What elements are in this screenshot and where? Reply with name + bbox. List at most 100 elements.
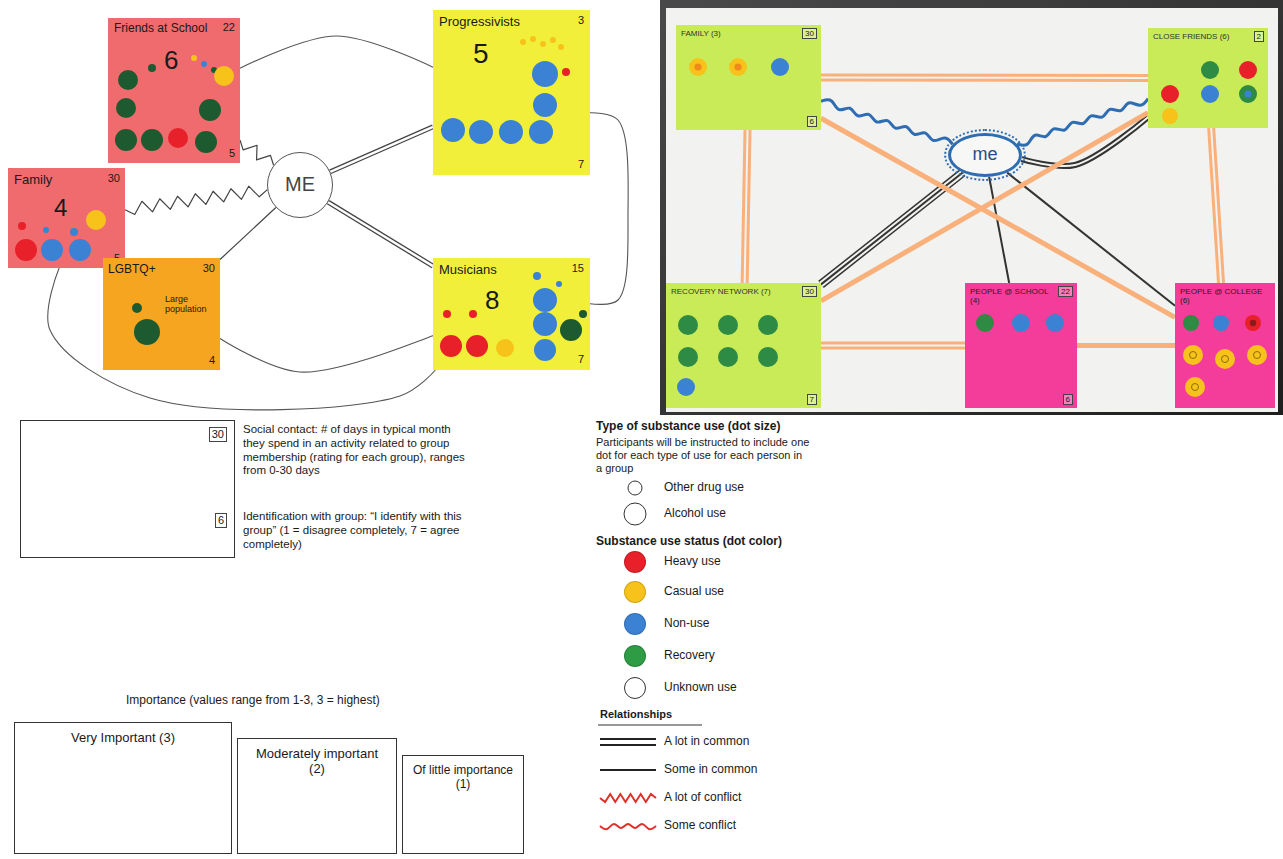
line-stroke: [821, 173, 963, 285]
group-box: 306: [20, 420, 235, 558]
group-label: me: [951, 144, 1019, 165]
dot-fill: [771, 58, 789, 76]
dot-fill: [41, 239, 63, 261]
substance-dot: [758, 315, 778, 335]
substance-dot: [148, 64, 156, 72]
dot-fill: [689, 58, 707, 76]
legend-text: Some in common: [664, 762, 757, 776]
substance-dot: [70, 228, 78, 236]
dot-fill: [758, 347, 778, 367]
dot-fill: [466, 335, 488, 357]
substance-dot: [496, 339, 514, 357]
substance-dot: [1183, 315, 1199, 331]
color-swatch: [624, 677, 646, 699]
dot-fill: [1247, 345, 1267, 365]
dot-fill: [148, 64, 156, 72]
rating-number: 5: [473, 38, 489, 70]
relationship-line: [240, 36, 433, 68]
relationship-line: [821, 118, 1175, 317]
relationship-line: [125, 186, 267, 214]
dot-fill: [532, 61, 558, 87]
dot-fill: [499, 120, 523, 144]
dot-fill: [1201, 85, 1219, 103]
dot-fill: [469, 120, 493, 144]
substance-dot: [86, 210, 106, 230]
dot-center: [1250, 320, 1256, 326]
rating-number: 30: [802, 28, 817, 39]
relationship-line: [330, 127, 433, 172]
substance-dot: [1247, 345, 1267, 365]
substance-dot: [718, 347, 738, 367]
substance-dot: [1239, 61, 1257, 79]
group-label: PEOPLE @ COLLEGE (6): [1180, 287, 1268, 305]
dot-fill: [86, 210, 106, 230]
relationship-line: [821, 77, 1148, 78]
line-stroke: [220, 207, 276, 259]
group-label: CLOSE FRIENDS (6): [1153, 32, 1229, 41]
substance-dot: [1239, 85, 1257, 103]
rating-number: 15: [572, 262, 584, 275]
line-stroke: [328, 202, 433, 266]
dot-fill: [115, 129, 137, 151]
dot-fill: [441, 118, 465, 142]
substance-dot: [556, 281, 562, 287]
legend-row: Recovery: [596, 646, 856, 666]
dot-fill: [1183, 315, 1199, 331]
substance-dot: [529, 120, 553, 144]
line-sample: [598, 790, 658, 806]
group-label: 30: [209, 427, 227, 442]
substance-dot: [469, 120, 493, 144]
relationship-line: [821, 113, 1148, 301]
rating-number: 30: [802, 286, 817, 297]
note-text: Substance use status (dot color): [596, 534, 836, 548]
substance-dot: [15, 239, 37, 261]
dot-stickers: [676, 25, 821, 130]
substance-dot: [718, 315, 738, 335]
dot-fill: [1215, 349, 1235, 369]
dot-fill: [440, 335, 462, 357]
substance-dot: [533, 288, 557, 312]
dot-fill: [70, 228, 78, 236]
dot-fill: [1183, 345, 1203, 365]
substance-dot: [678, 347, 698, 367]
size-circle: [624, 503, 646, 525]
size-circle: [628, 481, 642, 495]
substance-dot: [771, 58, 789, 76]
rating-number: 2: [1254, 31, 1264, 42]
substance-dot: [976, 314, 994, 332]
line-stroke: [328, 202, 433, 266]
dot-fill: [718, 315, 738, 335]
dot-fill: [443, 310, 451, 318]
relationship-line: [821, 100, 953, 145]
substance-dot: [168, 128, 188, 148]
substance-dot: [1161, 85, 1179, 103]
line-stroke: [821, 77, 1148, 79]
substance-dot: [678, 315, 698, 335]
line-stroke: [745, 130, 748, 283]
substance-dot: [560, 319, 582, 341]
group-label: RECOVERY NETWORK (7): [671, 287, 771, 296]
substance-dot: [116, 98, 136, 118]
dot-fill: [18, 222, 26, 230]
dot-fill: [1012, 314, 1030, 332]
dot-fill: [534, 339, 556, 361]
dot-center: [1190, 352, 1197, 359]
substance-dot: [1162, 108, 1178, 124]
substance-dot: [533, 93, 557, 117]
substance-dot: [141, 129, 163, 151]
substance-dot: [41, 239, 63, 261]
line-stroke: [1211, 128, 1221, 283]
size-sample: [620, 475, 650, 501]
dot-fill: [533, 272, 541, 280]
color-swatch: [624, 551, 646, 573]
dot-fill: [199, 99, 221, 121]
substance-dot: [689, 58, 707, 76]
dot-stickers: [965, 283, 1077, 408]
dot-stickers: [666, 283, 821, 408]
group-box: PEOPLE @ SCHOOL (4)226: [965, 283, 1077, 408]
line-stroke: [821, 100, 953, 145]
substance-dot: [195, 131, 217, 153]
legend-text: Alcohol use: [664, 506, 726, 520]
dot-fill: [677, 378, 695, 396]
